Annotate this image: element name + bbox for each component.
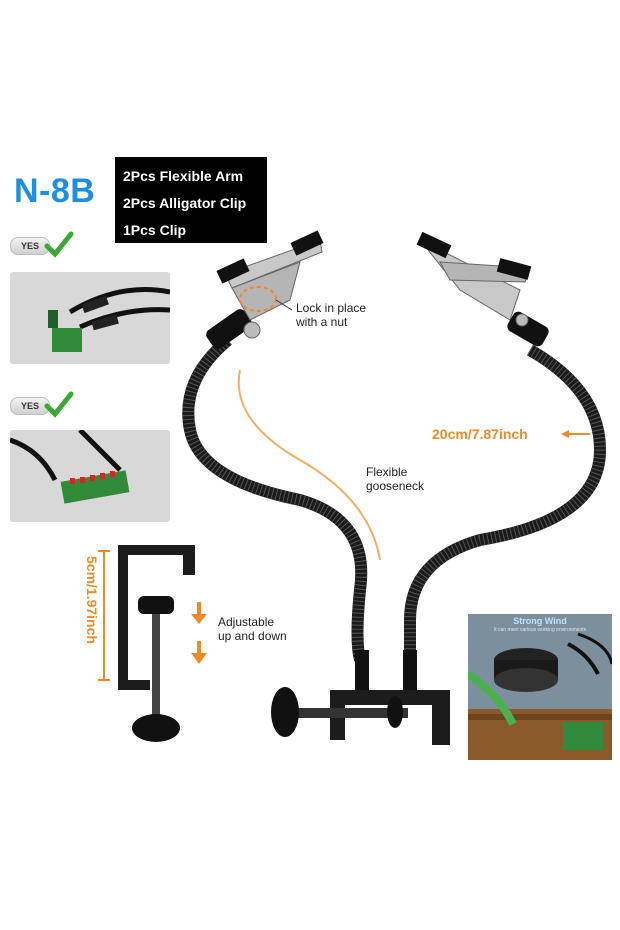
yes-badge: YES <box>10 231 74 258</box>
callout-line: Flexible <box>366 465 408 479</box>
spec-line: 2Pcs Alligator Clip <box>123 195 247 211</box>
left-gooseneck <box>182 335 368 662</box>
up-down-arrows <box>191 602 207 664</box>
check-icon <box>44 391 74 418</box>
left-alligator-clip <box>216 230 324 339</box>
lock-nut-pointer <box>275 299 293 311</box>
scene-illustration <box>468 614 612 760</box>
callout-line: gooseneck <box>366 479 425 493</box>
spec-line: 2Pcs Flexible Arm <box>123 168 244 184</box>
check-icon <box>44 231 74 258</box>
left-gooseneck-ribs <box>182 335 368 662</box>
gooseneck-callout: Flexible gooseneck <box>366 465 424 493</box>
example-photo-clips-holding-component <box>10 272 170 364</box>
usage-scene-photo: Strong Wind It can meet various working … <box>468 614 612 760</box>
detail-clamp-knob <box>132 714 180 742</box>
callout-line: with a nut <box>296 315 348 329</box>
adjustable-callout: Adjustable up and down <box>218 615 287 643</box>
callout-line: Lock in place <box>296 301 367 315</box>
spec-line: 1Pcs Clip <box>123 222 187 238</box>
model-name: N-8B <box>14 172 96 210</box>
scene-subtitle: It can meet various working environments <box>493 627 587 633</box>
arm-length-label: 20cm/7.87inch <box>432 426 528 442</box>
lock-nut-highlight <box>239 286 277 312</box>
spec-box: 2Pcs Flexible Arm 2Pcs Alligator Clip 1P… <box>115 157 267 243</box>
right-gooseneck <box>404 344 607 660</box>
callout-line: up and down <box>218 629 287 643</box>
lock-nut-callout: Lock in place with a nut <box>296 301 366 329</box>
left-clip-sleeve <box>206 309 252 349</box>
clamp-knob <box>271 687 299 737</box>
example-photo-clips-holding-board <box>10 430 170 522</box>
scene-title: Strong Wind <box>513 616 567 626</box>
photo-illustration <box>10 430 170 522</box>
yes-badge: YES <box>10 391 74 418</box>
callout-line: Adjustable <box>218 615 275 629</box>
right-alligator-clip <box>416 231 549 347</box>
gooseneck-guide-line <box>237 369 381 561</box>
base-clamp <box>271 650 450 745</box>
clamp-height-label: 5cm/1.97inch <box>84 556 100 644</box>
yes-label: YES <box>10 237 50 255</box>
photo-illustration <box>10 272 170 364</box>
detail-clamp <box>118 545 195 742</box>
